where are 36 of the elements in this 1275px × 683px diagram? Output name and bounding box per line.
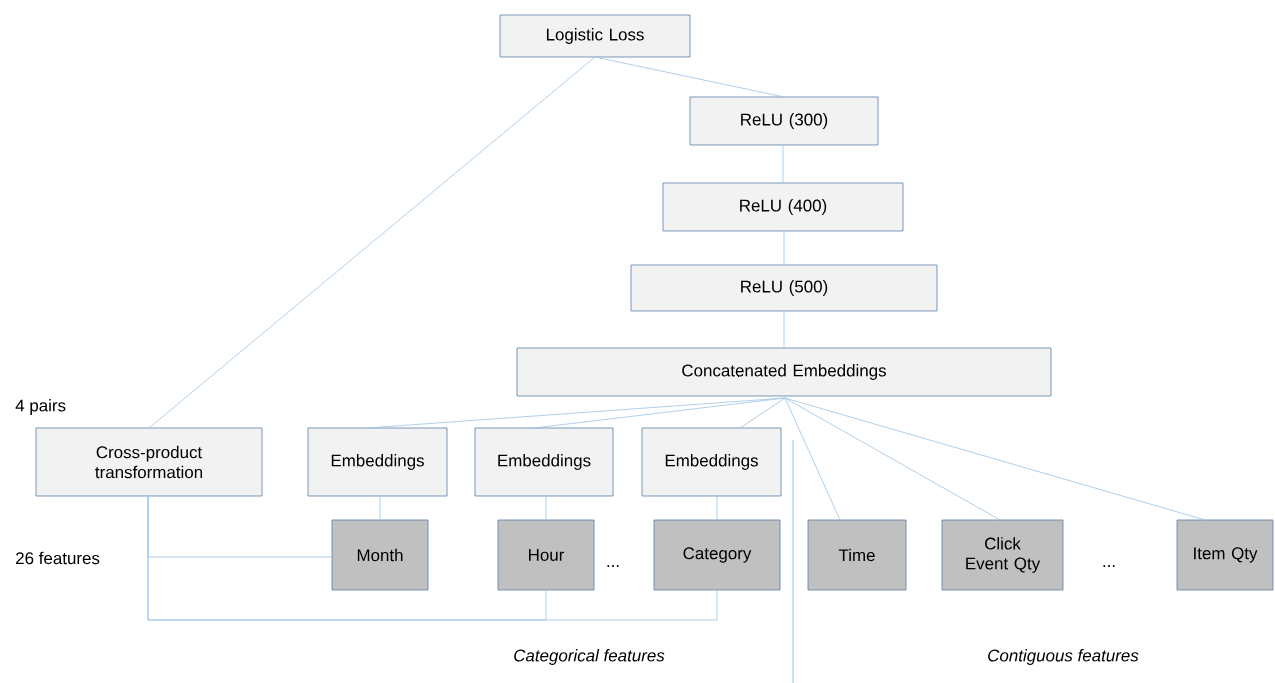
connector-line: [739, 397, 786, 429]
connector-line: [148, 56, 596, 429]
layer-box: ReLU (500): [630, 264, 938, 312]
feature-box: Category: [653, 519, 781, 591]
feature-box: Hour: [497, 519, 595, 591]
connector-line: [784, 397, 1206, 521]
connector-line: [784, 397, 1001, 521]
layer-box: Embeddings: [474, 427, 614, 497]
feature-box: Time: [807, 519, 907, 591]
layer-box: ReLU (400): [662, 182, 904, 232]
connector-line: [783, 310, 785, 349]
connector-line: [783, 230, 785, 266]
layer-box: Concatenated Embeddings: [516, 347, 1052, 397]
group-label: Categorical features: [514, 649, 665, 665]
connector-line: [533, 397, 786, 429]
layer-box: Logistic Loss: [499, 14, 691, 58]
layer-box: Embeddings: [641, 427, 782, 497]
layer-box: ReLU (300): [689, 96, 879, 146]
feature-box: Item Qty: [1176, 519, 1274, 591]
side-label: 26 features: [16, 551, 100, 565]
connector-line: [782, 144, 784, 184]
connector-line: [379, 495, 381, 521]
connector-line: [545, 495, 547, 521]
connector-line: [367, 397, 786, 429]
connector-line: [147, 495, 718, 621]
connector-line: [716, 495, 718, 521]
layer-box: Embeddings: [307, 427, 448, 497]
layer-box: Cross-product transformation: [35, 427, 263, 497]
feature-box: Month: [331, 519, 429, 591]
feature-box: Click Event Qty: [941, 519, 1064, 591]
ellipsis: ...: [1103, 565, 1115, 567]
connector-line: [784, 397, 841, 521]
group-label: Contiguous features: [988, 649, 1139, 665]
side-label: 4 pairs: [15, 399, 66, 415]
ellipsis: ...: [607, 565, 619, 567]
connector-line: [594, 56, 785, 98]
